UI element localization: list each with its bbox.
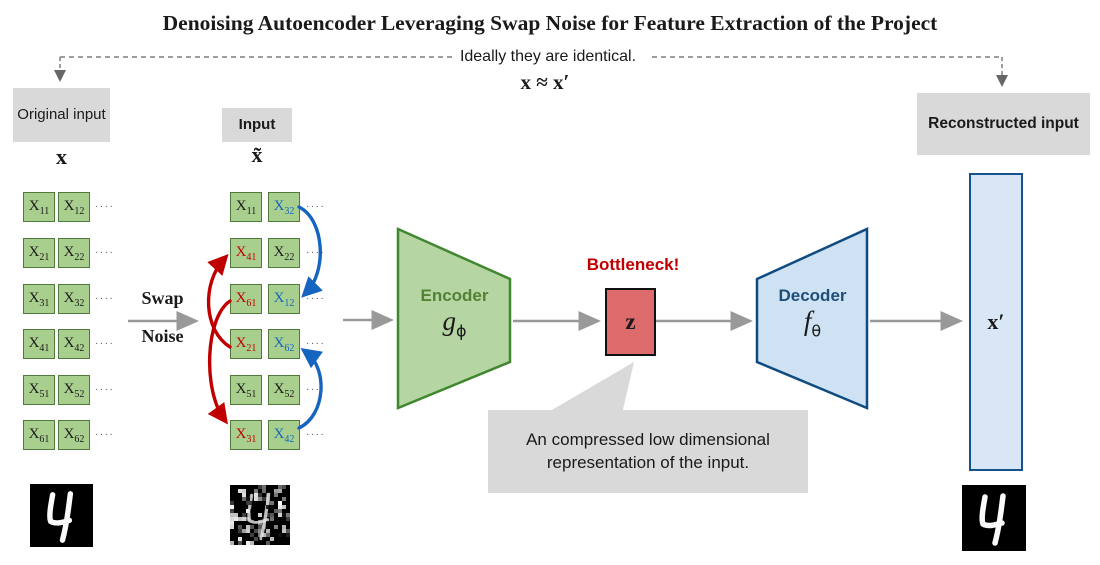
callout-line1: An compressed low dimensional <box>526 429 770 449</box>
matrix-cell: X52 <box>268 375 300 405</box>
matrix-cell: X21 <box>23 238 55 268</box>
matrix-cell: X52 <box>58 375 90 405</box>
matrix-cell: X22 <box>268 238 300 268</box>
identity-formula: x ≈ x′ <box>520 70 570 94</box>
row-ellipsis: ···· <box>95 338 115 349</box>
matrix-cell: X61 <box>23 420 55 450</box>
matrix-cell: X61 <box>230 284 262 314</box>
matrix-cell: X31 <box>230 420 262 450</box>
reconstruction-bar: x′ <box>969 173 1023 471</box>
encoder-symbol-base: g <box>442 306 456 336</box>
matrix-cell: X31 <box>23 284 55 314</box>
row-ellipsis: ···· <box>95 429 115 440</box>
matrix-cell: X41 <box>23 329 55 359</box>
matrix-cell: X62 <box>58 420 90 450</box>
noisy-input-label: Input <box>222 108 292 142</box>
matrix-cell: X32 <box>58 284 90 314</box>
bottleneck-callout: An compressed low dimensional representa… <box>488 410 808 493</box>
matrix-cell: X51 <box>23 375 55 405</box>
bottleneck-label: Bottleneck! <box>586 255 680 274</box>
matrix-cell: X51 <box>230 375 262 405</box>
matrix-cell: X41 <box>230 238 262 268</box>
decoder-label: Decoder <box>778 286 847 305</box>
swap-label: Swap <box>141 288 184 308</box>
matrix-cell: X11 <box>230 192 262 222</box>
latent-z-box: z <box>605 288 656 356</box>
matrix-cell: X12 <box>58 192 90 222</box>
red-swap-arrow-21-41 <box>206 253 232 349</box>
matrix-cell: X32 <box>268 192 300 222</box>
identity-note: Ideally they are identical. <box>459 48 637 65</box>
matrix-cell: X21 <box>230 329 262 359</box>
row-ellipsis: ···· <box>95 201 115 212</box>
row-ellipsis: ···· <box>306 429 326 440</box>
encoder-symbol: gϕ <box>398 306 511 340</box>
matrix-cell: X42 <box>58 329 90 359</box>
callout-pointer <box>545 362 634 414</box>
matrix-cell: X42 <box>268 420 300 450</box>
mnist-digit-original <box>30 484 93 547</box>
noisy-digit-4-glyph <box>230 485 290 545</box>
row-ellipsis: ···· <box>306 293 326 304</box>
x-symbol: x <box>56 144 67 169</box>
matrix-cell: X11 <box>23 192 55 222</box>
row-ellipsis: ···· <box>95 293 115 304</box>
encoder-symbol-sub: ϕ <box>455 321 467 341</box>
noise-label: Noise <box>141 326 184 346</box>
mnist-digit-noisy <box>230 485 290 545</box>
digit-4-glyph <box>979 493 1006 546</box>
row-ellipsis: ···· <box>306 201 326 212</box>
decoder-symbol: fθ <box>757 306 868 340</box>
z-symbol: z <box>625 309 636 334</box>
row-ellipsis: ···· <box>306 247 326 258</box>
callout-line2: representation of the input. <box>546 452 750 472</box>
mnist-digit-reconstructed <box>962 485 1026 551</box>
encoder-label: Encoder <box>420 286 489 305</box>
row-ellipsis: ···· <box>95 384 115 395</box>
red-swap-arrow-61-31 <box>207 299 232 425</box>
matrix-cell: X62 <box>268 329 300 359</box>
x-prime-symbol: x′ <box>987 309 1005 334</box>
diagram-title: Denoising Autoencoder Leveraging Swap No… <box>162 11 938 35</box>
matrix-cell: X12 <box>268 284 300 314</box>
row-ellipsis: ···· <box>306 384 326 395</box>
digit-4-glyph <box>47 491 74 543</box>
x-tilde-symbol: x̃ <box>251 142 263 167</box>
original-input-label: Original input <box>13 88 110 142</box>
row-ellipsis: ···· <box>306 338 326 349</box>
decoder-symbol-sub: θ <box>811 321 822 341</box>
matrix-cell: X22 <box>58 238 90 268</box>
row-ellipsis: ···· <box>95 247 115 258</box>
reconstructed-input-label: Reconstructed input <box>917 93 1090 155</box>
